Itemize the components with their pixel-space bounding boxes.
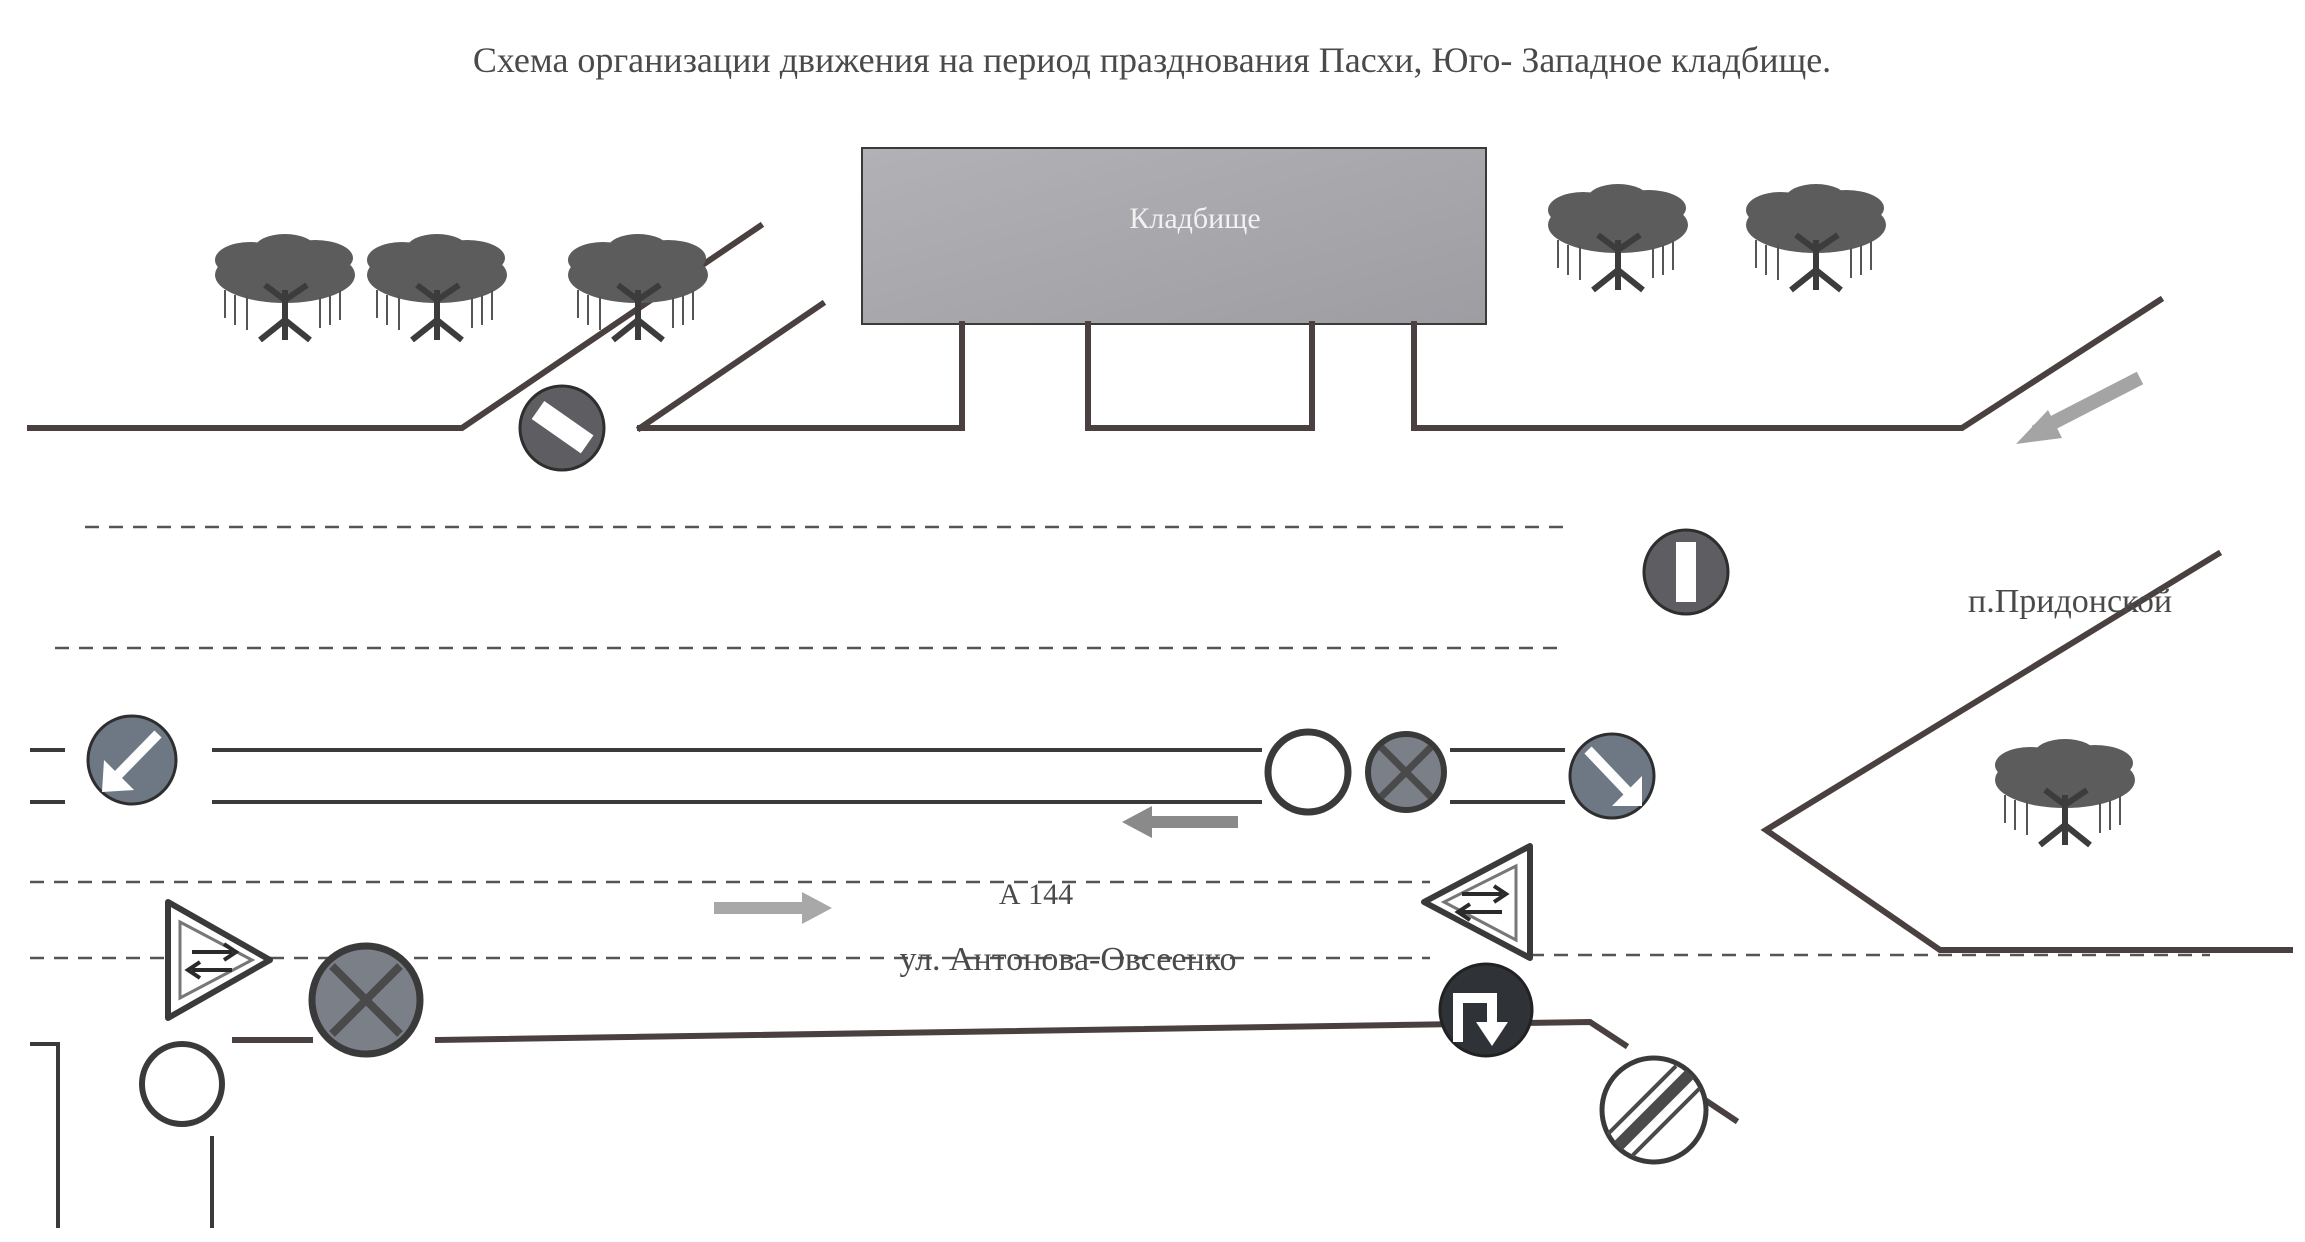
tree-icon <box>367 234 507 340</box>
no-entry-sign <box>518 384 606 472</box>
scheme-title: Схема организации движения на период пра… <box>473 40 1831 80</box>
two-way-traffic-sign <box>1421 843 1533 961</box>
tree-icon <box>568 234 708 340</box>
road-edge-top-right <box>1411 295 2165 431</box>
traffic-direction-arrow <box>2016 371 2144 444</box>
two-way-traffic-sign <box>165 899 273 1021</box>
end-of-restrictions-sign <box>1599 1055 1709 1165</box>
no-stopping-sign <box>1365 731 1447 813</box>
road-edge-bottom <box>434 1018 1630 1050</box>
tree-icon <box>215 234 355 340</box>
no-vehicles-sign <box>1264 728 1352 816</box>
keep-left-sign <box>86 714 178 806</box>
driveway-line <box>1085 321 1315 431</box>
street-name-label: ул. Антонова-Овсеенко <box>900 941 1237 978</box>
tree-icon <box>1548 184 1688 290</box>
road-number-label: А 144 <box>999 878 1073 911</box>
turn-right-sign <box>1438 962 1534 1058</box>
traffic-direction-arrow <box>714 892 832 924</box>
no-entry-sign <box>1642 528 1730 616</box>
road-edge-side-street <box>635 299 827 433</box>
junction-edge <box>1760 549 2293 953</box>
no-vehicles-sign <box>139 1041 225 1127</box>
tree-icon <box>1746 184 1886 290</box>
traffic-direction-arrow <box>1122 806 1238 838</box>
keep-right-sign <box>1568 732 1656 820</box>
cemetery-block <box>861 147 1487 325</box>
cemetery-label: Кладбище <box>1129 202 1260 235</box>
tree-icon <box>1995 739 2135 845</box>
settlement-label: п.Придонской <box>1968 583 2172 620</box>
no-stopping-sign <box>308 942 424 1058</box>
side-street-edge <box>30 1042 60 1228</box>
